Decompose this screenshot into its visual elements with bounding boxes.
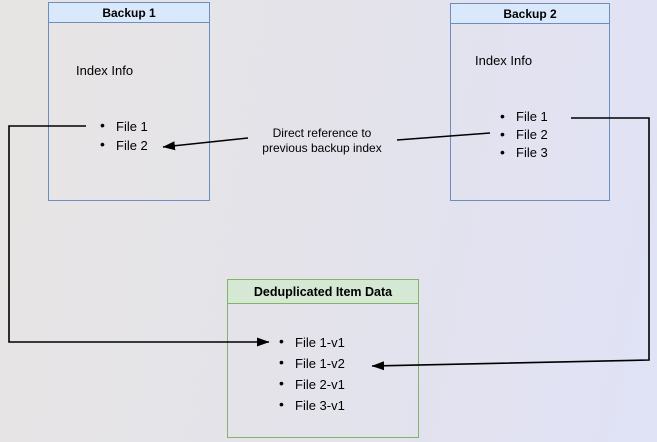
- list-item: File 3-v1: [279, 394, 345, 416]
- list-item: File 1-v1: [279, 331, 345, 353]
- node-dedup-title: Deduplicated Item Data: [253, 284, 393, 299]
- node-backup1-title: Backup 1: [102, 5, 156, 20]
- node-backup2-title: Backup 2: [503, 6, 557, 21]
- list-item: File 1-v2: [279, 352, 345, 374]
- list-item: File 1: [500, 107, 548, 126]
- node-backup2: Backup 2: [450, 3, 610, 201]
- annotation-line-1: Direct reference to: [272, 126, 372, 140]
- annotation-direct-reference: Direct reference to previous backup inde…: [237, 126, 407, 156]
- node-backup1: Backup 1: [48, 2, 210, 201]
- list-item: File 2: [500, 125, 548, 144]
- list-item: File 2-v1: [279, 373, 345, 395]
- annotation-line-2: previous backup index: [262, 141, 382, 155]
- node-backup1-subtitle: Index Info: [76, 63, 134, 78]
- node-dedup-header: Deduplicated Item Data: [228, 280, 418, 304]
- backup1-file-list: File 1File 2: [100, 116, 148, 155]
- dedup-file-list: File 1-v1File 1-v2File 2-v1File 3-v1: [279, 331, 345, 416]
- list-item: File 3: [500, 143, 548, 162]
- node-backup2-header: Backup 2: [451, 4, 609, 24]
- list-item: File 1: [100, 116, 148, 136]
- backup2-file-list: File 1File 2File 3: [500, 107, 548, 162]
- node-backup1-header: Backup 1: [49, 3, 209, 23]
- node-backup2-subtitle: Index Info: [475, 53, 533, 68]
- list-item: File 2: [100, 135, 148, 155]
